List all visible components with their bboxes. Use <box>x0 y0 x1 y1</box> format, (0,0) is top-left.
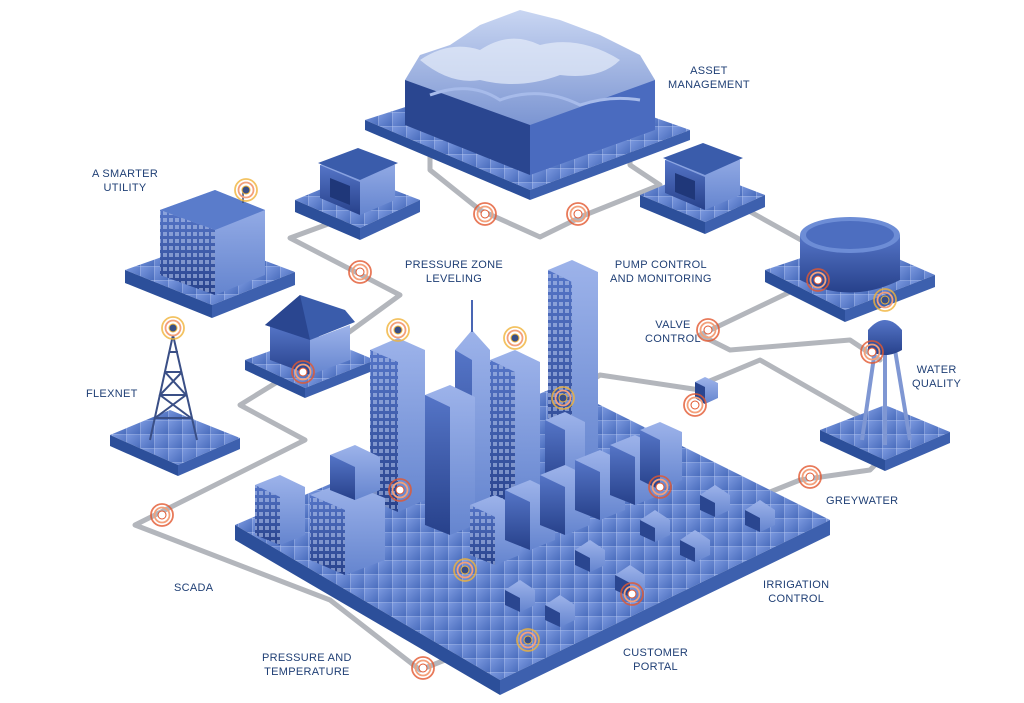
signal-ring-icon <box>806 268 830 292</box>
signal-ring-icon <box>291 360 315 384</box>
signal-ring-icon <box>161 316 185 340</box>
label-scada: SCADA <box>174 582 214 594</box>
signal-ring-icon <box>453 558 477 582</box>
signal-ring-icon <box>516 628 540 652</box>
reservoir-platform <box>765 217 935 322</box>
label-flexnet: FLEXNET <box>86 388 138 400</box>
signal-ring-icon <box>473 202 497 226</box>
skyscrapers <box>370 260 598 535</box>
antenna-ring-group <box>161 178 897 652</box>
signal-ring-icon <box>683 393 707 417</box>
flexnet-platform <box>110 334 240 476</box>
signal-ring-icon <box>648 475 672 499</box>
signal-ring-icon <box>551 386 575 410</box>
signal-ring-icon <box>386 318 410 342</box>
signal-ring-icon <box>411 656 435 680</box>
signal-ring-icon <box>696 318 720 342</box>
signal-ring-icon <box>150 503 174 527</box>
signal-ring-icon <box>234 178 258 202</box>
signal-ring-icon <box>348 260 372 284</box>
signal-ring-group <box>150 202 884 680</box>
house-platform <box>245 295 375 398</box>
signal-ring-icon <box>873 288 897 312</box>
pump-house-right <box>640 143 765 234</box>
asset-management-platform <box>365 10 690 200</box>
signal-ring-icon <box>566 202 590 226</box>
signal-ring-icon <box>503 326 527 350</box>
signal-ring-icon <box>388 478 412 502</box>
pump-house-left <box>295 148 420 240</box>
mid-rise-blocks <box>255 422 682 575</box>
signal-ring-icon <box>798 465 822 489</box>
signal-ring-icon <box>620 582 644 606</box>
smarter-utility-platform <box>125 190 295 318</box>
label-greywater: GREYWATER <box>826 495 899 507</box>
signal-ring-icon <box>860 340 884 364</box>
